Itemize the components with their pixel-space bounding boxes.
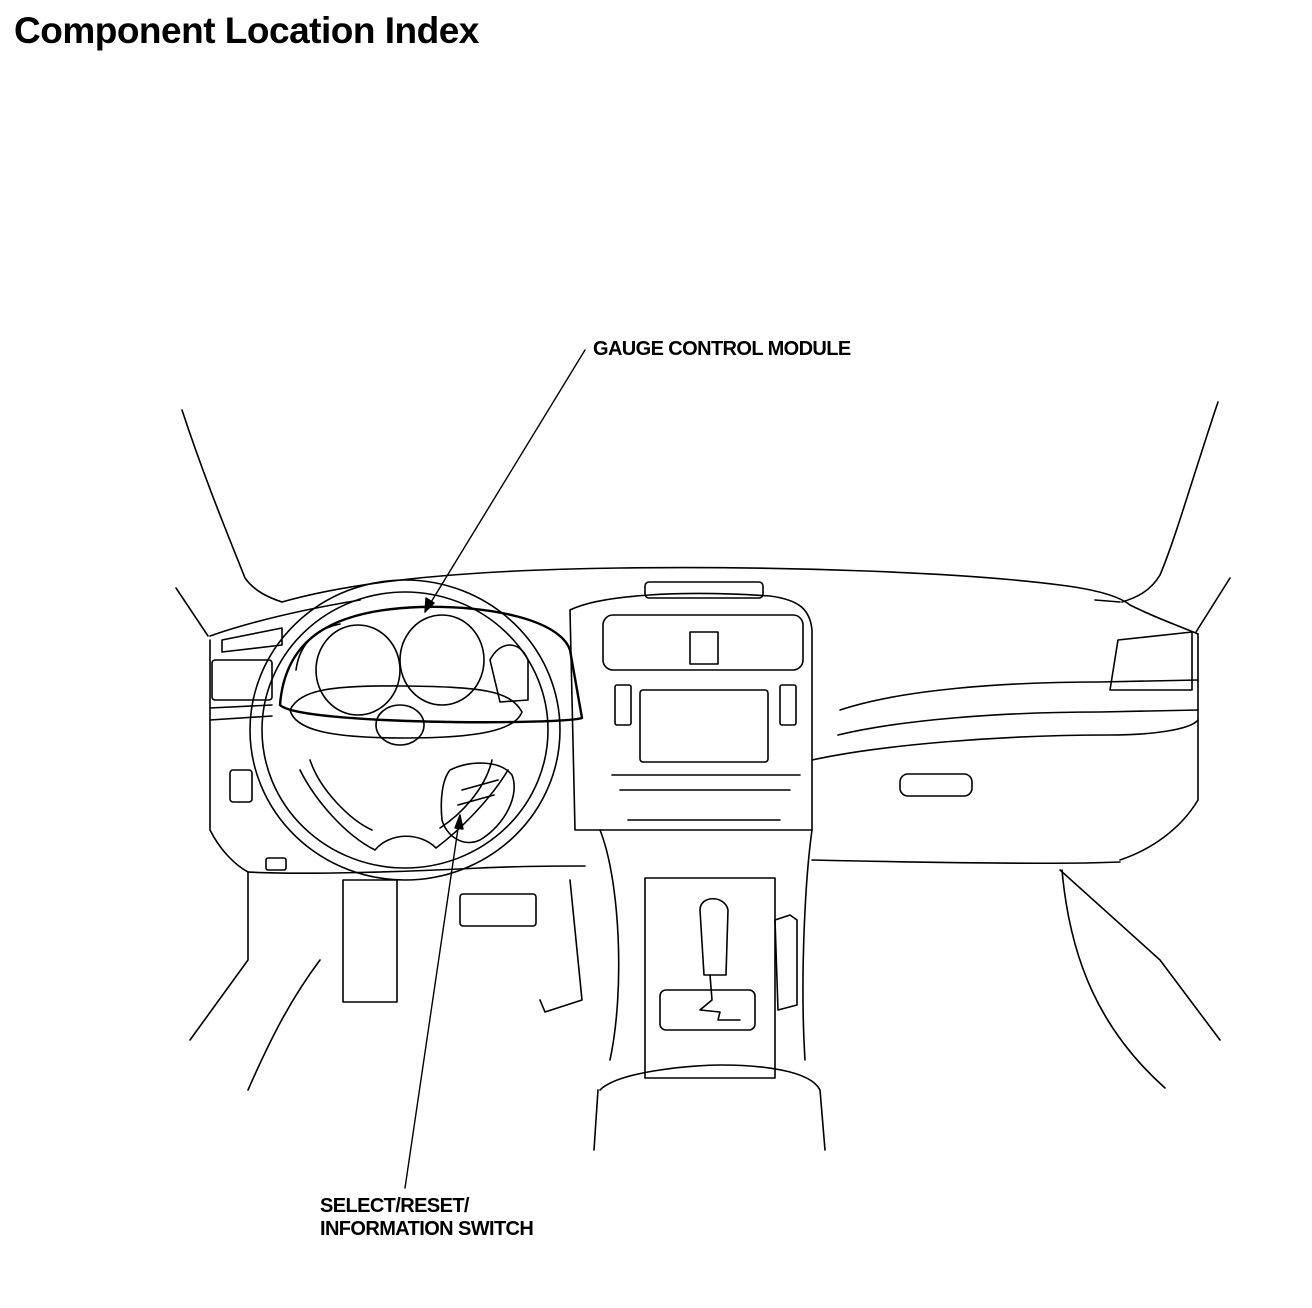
gauge-module-leader <box>425 350 585 612</box>
page-title: Component Location Index <box>14 10 479 51</box>
center-console <box>594 830 825 1150</box>
callout-gauge-control-module: GAUGE CONTROL MODULE <box>593 338 851 361</box>
center-stack <box>570 594 812 830</box>
steering-wheel <box>250 580 560 880</box>
callout-gauge-control-module-text: GAUGE CONTROL MODULE <box>593 338 851 360</box>
gauge-cluster <box>280 607 582 722</box>
a-pillars <box>176 402 1230 636</box>
gauge-module-arrowhead <box>425 598 434 612</box>
callout-switch-line2: INFORMATION SWITCH <box>320 1218 534 1240</box>
switch-arrowhead <box>455 815 463 829</box>
left-vent <box>210 628 286 872</box>
floor-lines <box>248 870 1165 1090</box>
select-reset-switch <box>441 763 514 842</box>
passenger-dash <box>812 632 1198 863</box>
callout-switch-line1: SELECT/RESET/ <box>320 1195 469 1217</box>
lower-dash <box>190 866 1220 1040</box>
switch-leader <box>405 815 460 1188</box>
callout-select-reset-switch: SELECT/RESET/ INFORMATION SWITCH <box>320 1195 534 1241</box>
leader-lines <box>405 350 585 1188</box>
